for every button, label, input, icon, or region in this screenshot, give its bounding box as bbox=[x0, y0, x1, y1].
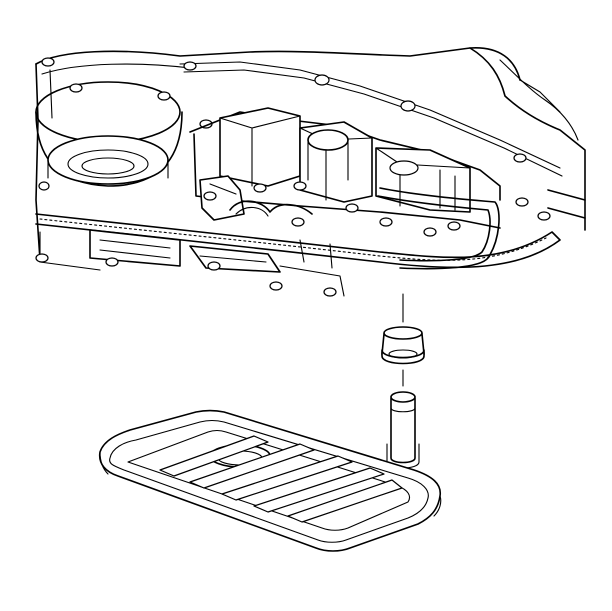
pan-gasket bbox=[35, 213, 561, 297]
transmission-case bbox=[35, 47, 586, 261]
filter-seal bbox=[381, 326, 425, 365]
filter-ribs bbox=[159, 435, 403, 523]
valve-body-bolts bbox=[203, 181, 461, 237]
transmission-filter bbox=[98, 391, 442, 552]
case-bolts bbox=[38, 57, 551, 221]
filter-neck bbox=[386, 391, 420, 469]
control-valve-body bbox=[189, 107, 501, 270]
